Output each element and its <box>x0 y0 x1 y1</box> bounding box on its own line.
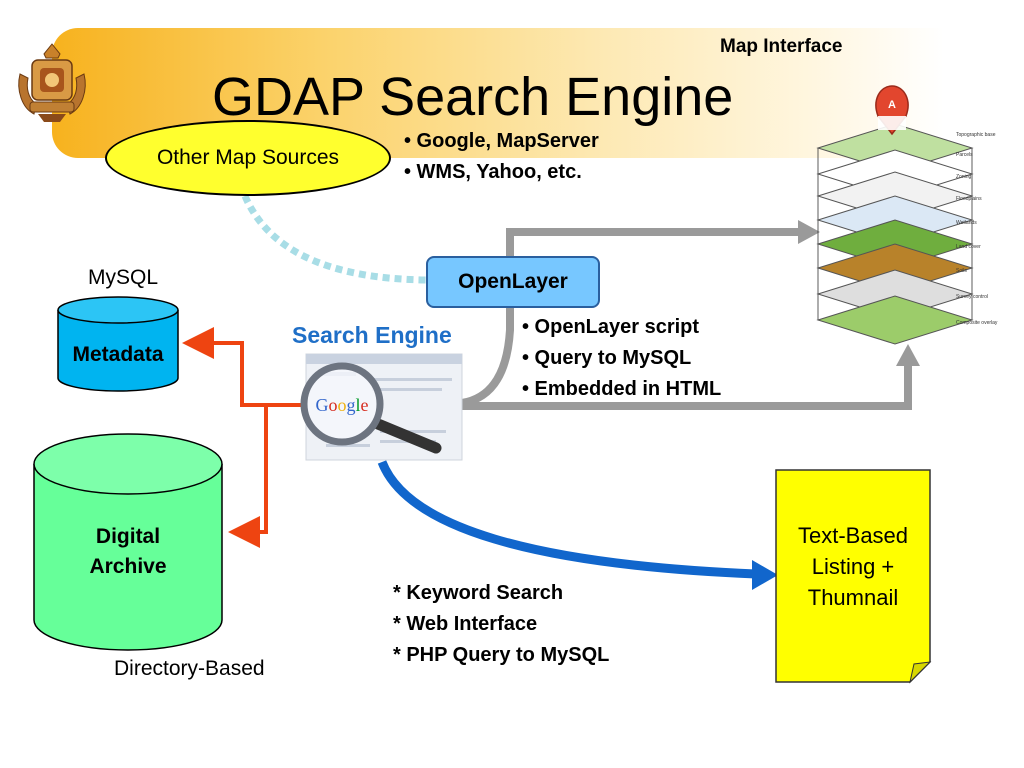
arrow-to-metadata <box>182 327 266 407</box>
gray-arrow-bottom-head <box>896 344 920 366</box>
archive-label-line-2: Archive <box>89 555 167 578</box>
search-engine-label: Search Engine <box>292 322 452 348</box>
listing-line-1: Text-Based <box>797 523 909 548</box>
map-layer-label: Floodplains <box>956 196 982 202</box>
map-interface-label: Map Interface <box>720 36 843 57</box>
other-sources-bullet-2: • WMS, Yahoo, etc. <box>404 161 582 183</box>
mysql-label: MySQL <box>88 266 159 289</box>
red-connector-lines <box>182 327 306 548</box>
dotted-link-other-sources <box>241 194 427 284</box>
map-layers-illustration: A <box>816 85 974 345</box>
blue-arrow-head <box>752 560 778 590</box>
other-map-sources-ellipse: Other Map Sources <box>105 120 391 196</box>
archive-cylinder <box>33 433 223 651</box>
feature-item-3: * PHP Query to MySQL <box>393 644 610 666</box>
archive-caption: Directory-Based <box>114 657 265 680</box>
map-layer-label: Topographic base <box>956 132 996 138</box>
map-layer-label: Survey control <box>956 294 988 300</box>
arrow-to-archive <box>228 403 306 548</box>
page-title: GDAP Search Engine <box>212 67 734 127</box>
listing-text: Text-Based Listing + Thumnail <box>778 520 928 613</box>
gray-arrow-bottom <box>462 364 912 410</box>
search-engine-illustration: Google <box>300 353 463 461</box>
openlayer-bullet-1: • OpenLayer script <box>522 316 700 338</box>
listing-note <box>775 469 932 684</box>
crest-emblem-logo <box>18 43 86 122</box>
map-layer-labels: Topographic baseParcelsZoningFloodplains… <box>956 132 998 326</box>
svg-text:A: A <box>888 99 896 111</box>
magnifier-icon <box>300 362 384 446</box>
other-sources-bullet-1: • Google, MapServer <box>404 130 599 152</box>
map-layer-label: Land cover <box>956 244 981 250</box>
magnifier-handle <box>372 418 442 454</box>
feature-item-1: * Keyword Search <box>393 582 564 604</box>
map-layer-label: Parcels <box>956 152 973 158</box>
listing-line-2: Listing + <box>811 554 895 579</box>
google-logo-text: Google <box>315 395 368 415</box>
map-layer-label: Soils <box>956 268 967 274</box>
gray-arrow-top <box>461 228 800 407</box>
openlayer-bullet-2: • Query to MySQL <box>522 347 692 369</box>
map-layer-label: Zoning <box>956 174 972 180</box>
blue-arrow-to-listing <box>377 460 757 579</box>
archive-label-line-1: Digital <box>95 525 161 548</box>
openlayer-bullet-3: • Embedded in HTML <box>522 378 722 400</box>
openlayer-box: OpenLayer <box>426 256 600 308</box>
metadata-label: Metadata <box>72 343 164 366</box>
map-layer-label: Wetlands <box>956 220 977 226</box>
map-layer-label: Composite overlay <box>956 320 998 326</box>
gray-arrows <box>461 220 920 410</box>
metadata-cylinder <box>57 296 179 392</box>
listing-line-3: Thumnail <box>807 585 899 610</box>
feature-item-2: * Web Interface <box>393 613 538 635</box>
gray-arrow-top-head <box>798 220 820 244</box>
